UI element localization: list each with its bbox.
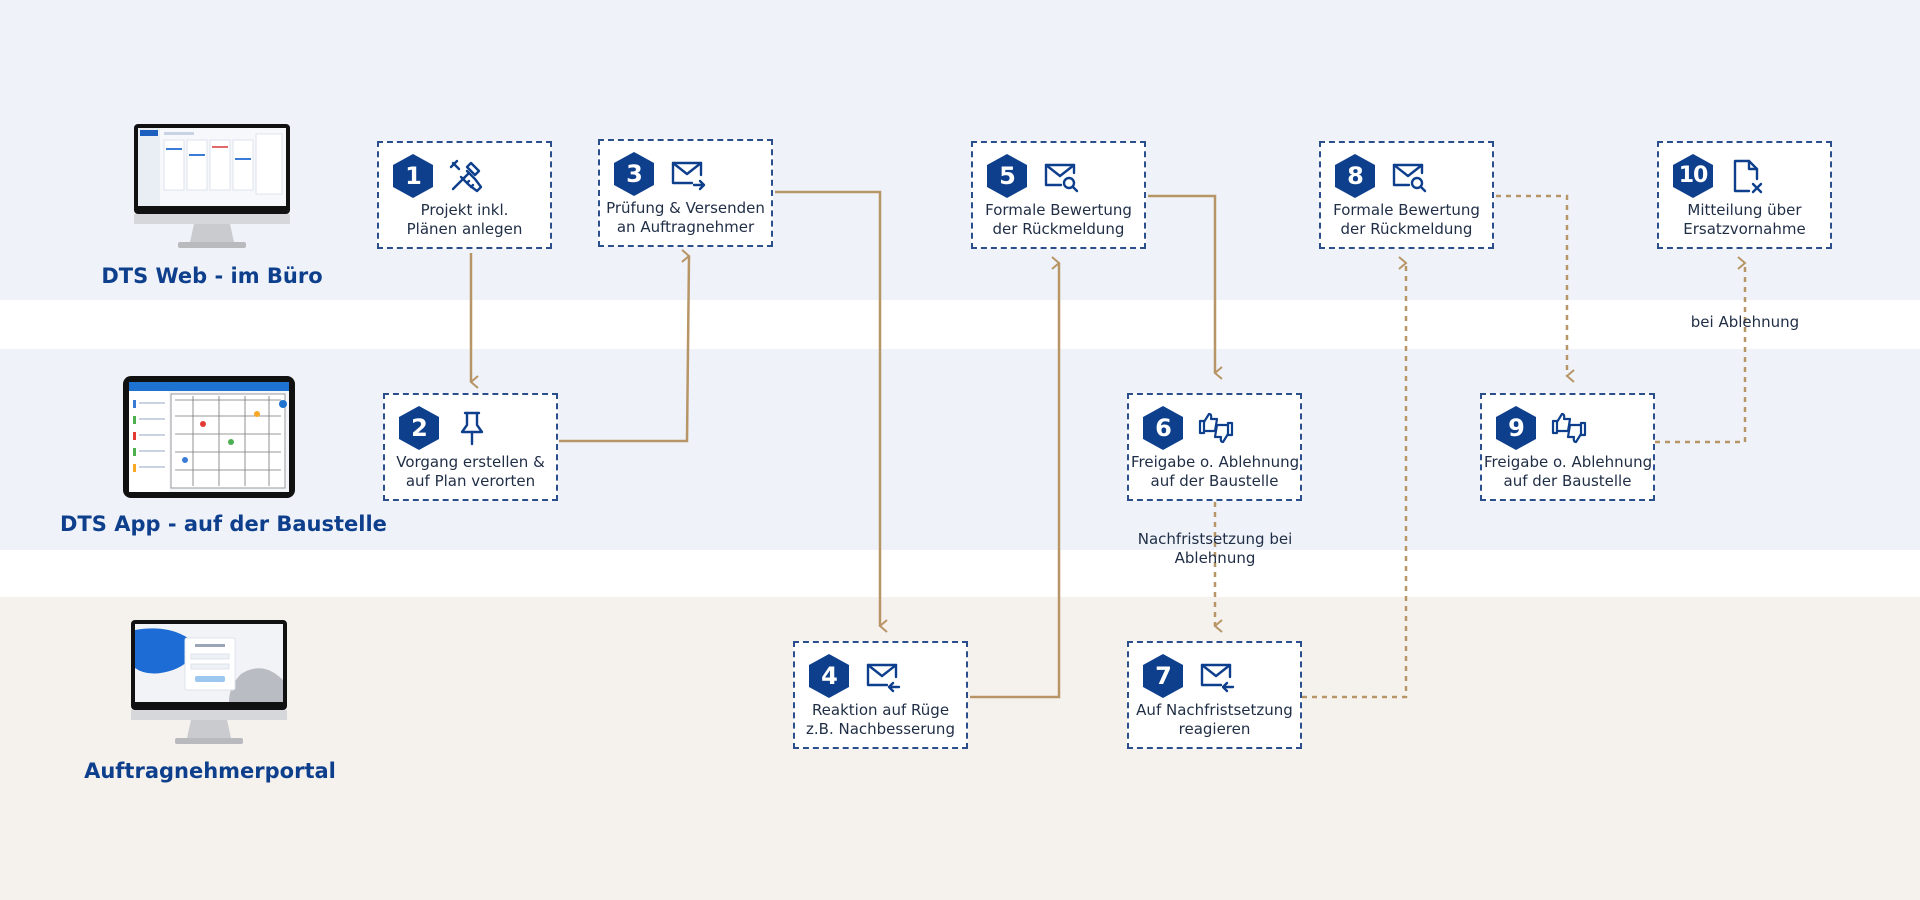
connector-9-10	[1655, 256, 1747, 444]
desktop-monitor-web	[132, 124, 292, 256]
connector-4-5	[970, 256, 1061, 699]
step-number-badge: 6	[1142, 405, 1184, 451]
step-number-badge: 2	[398, 405, 440, 451]
mail-reply-icon	[1197, 657, 1235, 695]
connector-7-8	[1302, 256, 1408, 699]
step-number-badge: 3	[613, 151, 655, 197]
lane-dts-web	[0, 0, 1920, 300]
step-2: 2 Vorgang erstellen &auf Plan verorten	[383, 393, 558, 501]
step-number-badge: 10	[1672, 153, 1714, 199]
step-1: 1 Projekt inkl.Plänen anlegen	[377, 141, 552, 249]
connector-8-9	[1496, 194, 1575, 383]
step-number-badge: 1	[392, 153, 434, 199]
mail-reply-icon	[863, 657, 901, 695]
connector-2-3	[559, 249, 691, 443]
step-number-badge: 4	[808, 653, 850, 699]
thumbs-up-down-icon	[1550, 409, 1588, 447]
flow-label-ablehnung: bei Ablehnung	[1690, 313, 1800, 331]
desktop-monitor-portal	[129, 620, 289, 752]
step-number-badge: 7	[1142, 653, 1184, 699]
connector-3-4	[775, 190, 888, 633]
mail-search-icon	[1041, 157, 1079, 195]
thumbs-up-down-icon	[1197, 409, 1235, 447]
lane-label-web: DTS Web - im Büro	[101, 264, 323, 288]
step-title: Projekt inkl.Plänen anlegen	[406, 201, 523, 238]
step-title: Vorgang erstellen &auf Plan verorten	[396, 453, 545, 490]
mail-search-icon	[1389, 157, 1427, 195]
tablet-app	[123, 376, 295, 502]
step-number-badge: 9	[1495, 405, 1537, 451]
lane-label-app: DTS App - auf der Baustelle	[60, 512, 387, 536]
tools-icon	[447, 157, 485, 195]
flow-label-nachfrist: Nachfristsetzung bei Ablehnung	[1137, 530, 1293, 567]
connector-5-6	[1148, 194, 1223, 380]
lane-label-portal: Auftragnehmerportal	[84, 759, 336, 783]
step-number-badge: 5	[986, 153, 1028, 199]
document-x-icon	[1727, 157, 1765, 195]
pushpin-icon	[453, 409, 491, 447]
mail-send-icon	[668, 155, 706, 193]
step-number-badge: 8	[1334, 153, 1376, 199]
